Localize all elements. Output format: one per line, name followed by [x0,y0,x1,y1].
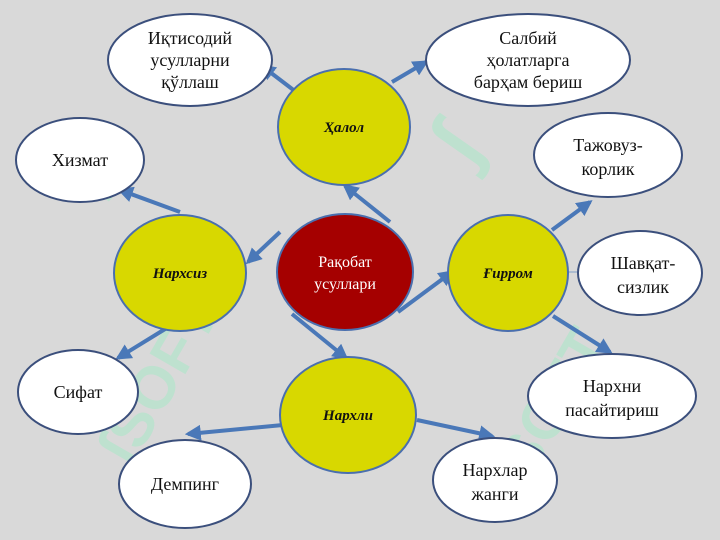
node-salbiy-line3: барҳам бериш [474,72,583,92]
arrow-center-to-halol [342,184,392,224]
hub-girrom: Ғирром [447,214,569,332]
node-tajovuz-line1: Тажовуз- [573,135,643,155]
node-sifat: Сифат [17,349,139,435]
node-salbiy-line1: Салбий [499,28,557,48]
node-narhni-line2: пасайтириш [565,400,659,420]
arrow-center-to-narhsiz [245,230,282,265]
connectors [115,60,613,442]
arrow-center-to-girrom [396,270,455,314]
hub-halol: Ҳалол [277,68,411,186]
arrow-girrom-to-tajovuz [550,200,593,232]
node-narhni: Нархни пасайтириш [527,353,697,439]
node-tajovuz: Тажовуз- корлик [533,112,683,198]
hub-narhli: Нархли [279,356,417,474]
svg-text:ʃ: ʃ [410,104,501,181]
center-line1: Рақобат [318,254,372,271]
arrow-narhsiz-to-hizmat [116,186,181,214]
center-line2: усуллари [314,276,376,293]
arrow-narhsiz-to-sifat [115,324,172,360]
hub-narhsiz: Нархсиз [113,214,247,332]
hub-narhli-label: Нархли [322,408,373,424]
node-iqtisodiy-line3: қўллаш [161,72,219,92]
arrow-girrom-to-narhni [551,314,613,354]
outer-nodes: Иқтисодий усулларни қўллаш Салбий ҳолатл… [15,13,703,529]
node-demping: Демпинг [118,439,252,529]
arrow-narhli-to-demping [184,423,284,441]
node-hizmat-line1: Хизмат [52,150,108,170]
node-iqtisodiy: Иқтисодий усулларни қўллаш [107,13,273,107]
hub-girrom-label: Ғирром [482,266,533,282]
node-shavqat-line1: Шавқат- [611,253,676,273]
node-iqtisodiy-line1: Иқтисодий [148,28,233,48]
node-hizmat: Хизмат [15,117,145,203]
center-node: Рақобат усуллари [276,213,414,331]
arrow-center-to-narhli [290,312,349,361]
node-narhlar-line1: Нархлар [463,460,528,480]
node-salbiy-line2: ҳолатларга [486,50,569,70]
arrow-halol-to-salbiy [390,60,429,84]
node-sifat-line1: Сифат [54,382,103,402]
node-salbiy: Салбий ҳолатларга барҳам бериш [425,13,631,107]
node-demping-line1: Демпинг [151,474,219,494]
hub-narhsiz-label: Нархсиз [152,266,207,282]
node-tajovuz-line2: корлик [582,159,635,179]
arrow-narhli-to-narhlar [416,418,496,442]
hub-nodes: Ҳалол Нархсиз Ғирром Нархли [113,68,569,474]
node-shavqat-line2: сизлик [617,277,669,297]
node-narhni-line1: Нархни [583,376,642,396]
hub-halol-label: Ҳалол [323,120,364,136]
node-narhlar: Нархлар жанги [432,437,558,523]
node-narhlar-line2: жанги [470,484,518,504]
node-iqtisodiy-line2: усулларни [150,50,230,70]
node-shavqat: Шавқат- сизлик [577,230,703,316]
